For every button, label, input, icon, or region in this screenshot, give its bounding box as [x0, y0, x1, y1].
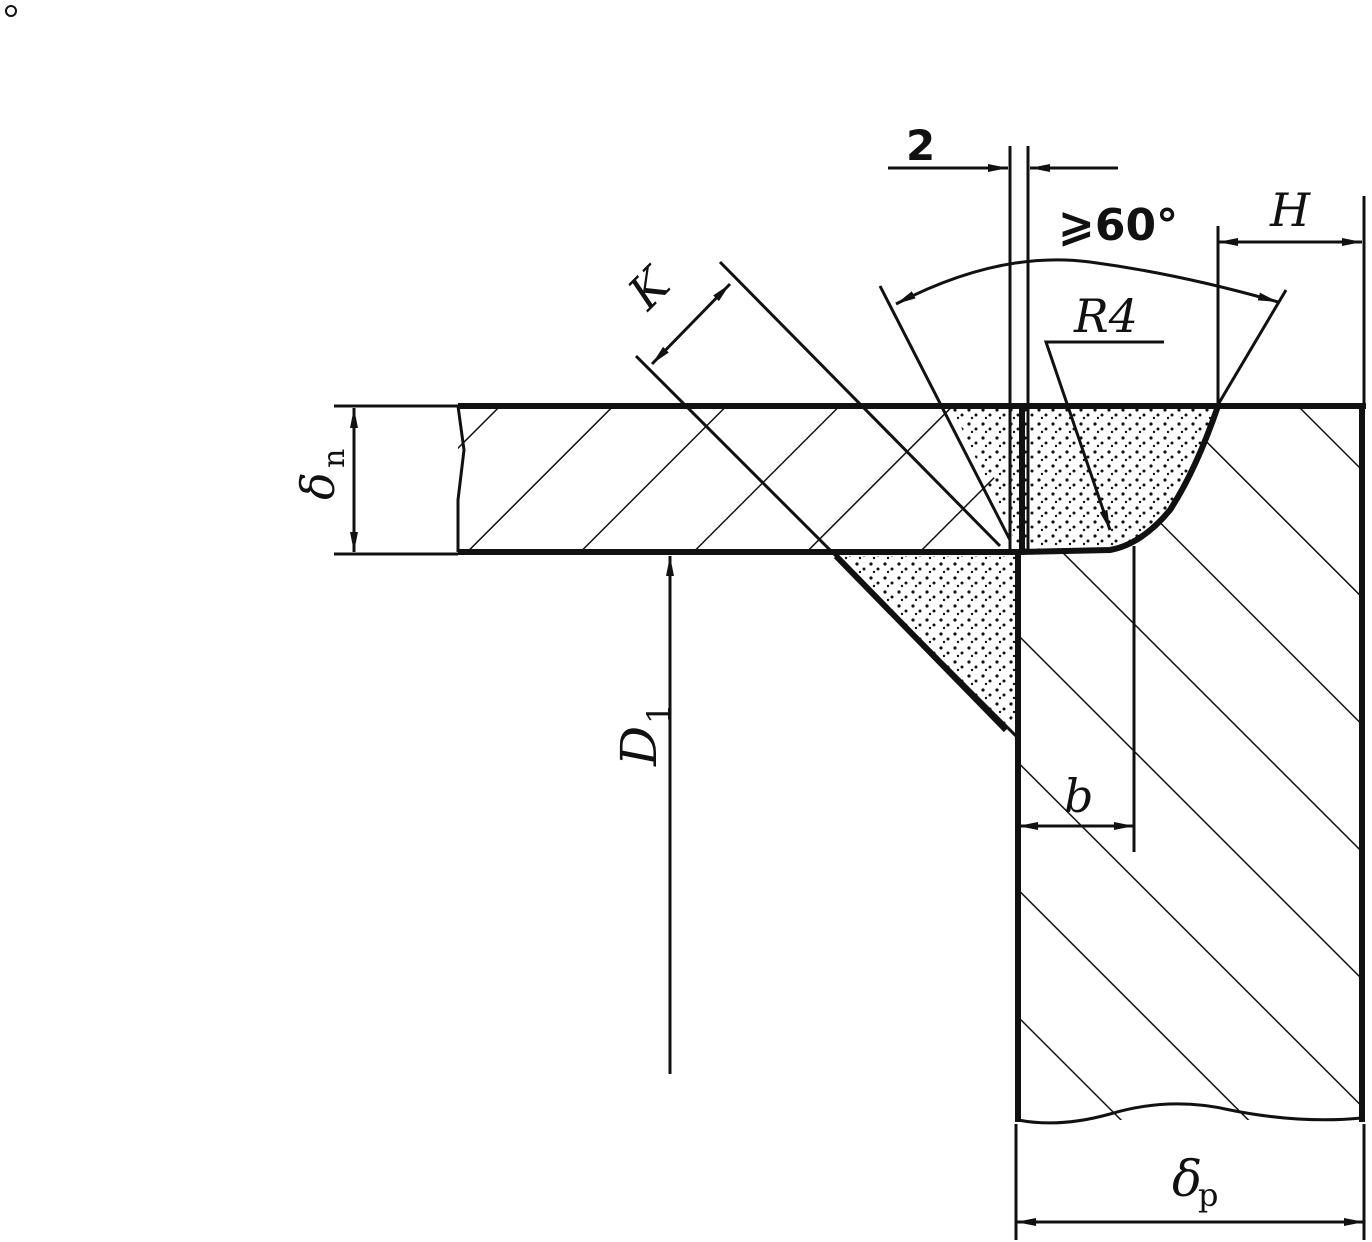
- dimension-lines: [350, 164, 1364, 1226]
- h-label: H: [1269, 183, 1311, 237]
- svg-text:D: D: [610, 726, 668, 767]
- svg-text:δ: δ: [291, 472, 345, 500]
- d1-label: D 1: [610, 704, 678, 767]
- outlines: [456, 403, 1366, 1125]
- k-label: K: [617, 255, 682, 320]
- nozzle-hatch: [458, 408, 1020, 552]
- gap-label: 2: [906, 121, 935, 170]
- delta-p-label: δ p: [1172, 1150, 1218, 1214]
- svg-text:1: 1: [640, 704, 678, 724]
- svg-text:p: p: [1198, 1176, 1218, 1214]
- angle-label: ⩾60°: [1058, 200, 1178, 251]
- svg-text:δ: δ: [1172, 1150, 1202, 1208]
- r-label: R4: [1073, 289, 1138, 343]
- svg-text:n: n: [317, 449, 352, 468]
- b-label: b: [1064, 769, 1093, 823]
- delta-n-label: δ n: [291, 449, 352, 500]
- extension-lines: [334, 146, 1366, 1240]
- corner-mark: [5, 5, 17, 17]
